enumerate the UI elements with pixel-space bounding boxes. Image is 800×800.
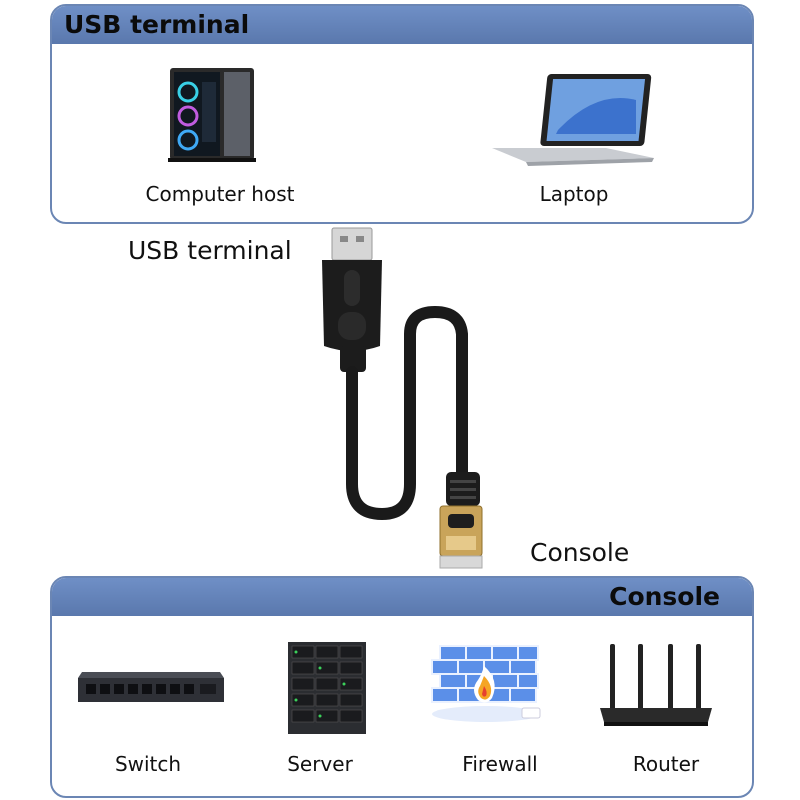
computer-host-label: Computer host bbox=[145, 182, 295, 206]
usb-panel-title: USB terminal bbox=[64, 10, 250, 39]
laptop-label: Laptop bbox=[539, 182, 609, 206]
laptop-icon bbox=[486, 70, 658, 166]
router-icon bbox=[596, 640, 716, 730]
computer-tower-icon bbox=[164, 64, 260, 164]
router-label: Router bbox=[632, 752, 700, 776]
console-cable-label: Console bbox=[530, 538, 630, 567]
server-label: Server bbox=[287, 752, 353, 776]
console-panel-header bbox=[52, 578, 752, 616]
network-switch-icon bbox=[76, 668, 226, 710]
usb-to-rj45-cable-icon bbox=[300, 224, 500, 574]
switch-label: Switch bbox=[114, 752, 182, 776]
console-panel-title: Console bbox=[609, 582, 720, 611]
console-panel: Console Switch bbox=[50, 576, 754, 798]
server-rack-icon bbox=[286, 640, 368, 736]
firewall-icon bbox=[426, 632, 546, 732]
usb-panel-header bbox=[52, 6, 752, 44]
usb-terminal-cable-label: USB terminal bbox=[128, 236, 292, 265]
usb-terminal-panel: USB terminal Computer host Laptop bbox=[50, 4, 754, 224]
firewall-label: Firewall bbox=[462, 752, 538, 776]
